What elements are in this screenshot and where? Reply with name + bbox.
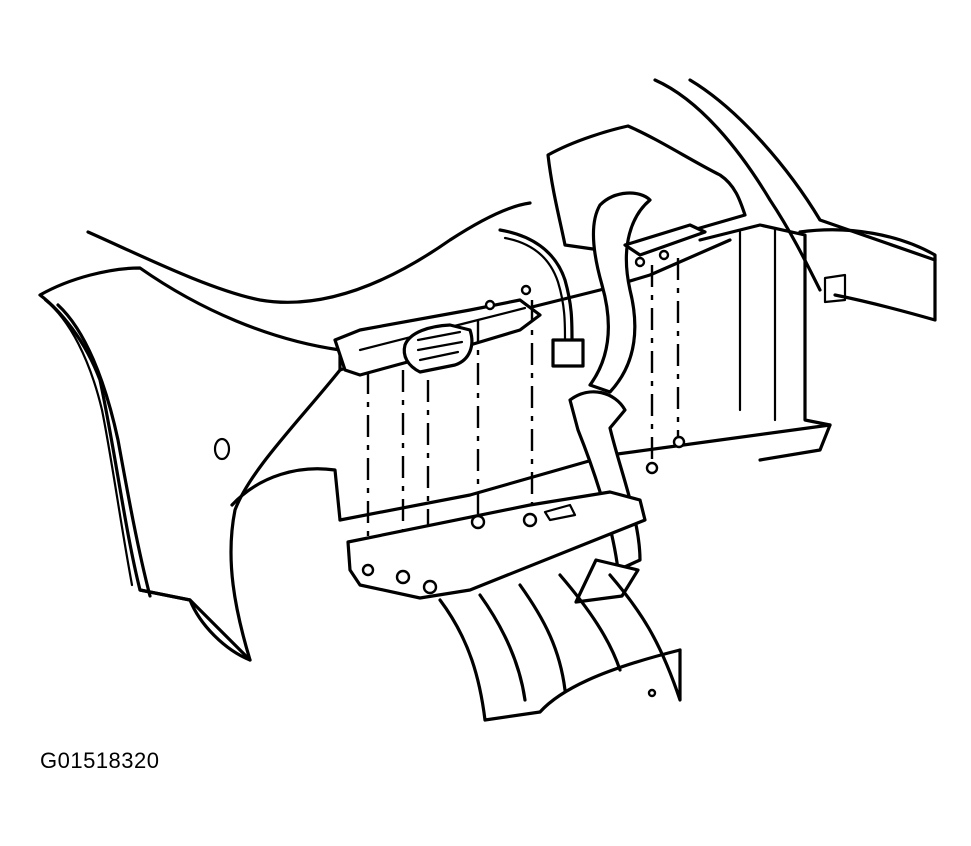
mount-stud xyxy=(484,299,496,311)
wire-harness xyxy=(498,228,574,342)
mounting-plate xyxy=(346,490,647,600)
window-frame-outer xyxy=(688,78,937,262)
panel-edge-inner xyxy=(56,303,152,598)
right-body-line xyxy=(798,228,937,322)
floor-rail-inner xyxy=(478,573,622,702)
upper-right-bracket xyxy=(623,223,707,257)
bracket-stud-2 xyxy=(658,249,670,261)
pillar-trim xyxy=(546,124,747,252)
rear-right-panel-inner xyxy=(738,226,777,422)
panel-edge-ridge xyxy=(43,298,134,587)
floor-nut-1 xyxy=(645,461,659,475)
mount-stud-2 xyxy=(520,284,532,296)
plate-nut-2 xyxy=(395,569,411,585)
floor-rail-edge xyxy=(608,573,682,702)
rail-hole xyxy=(647,688,657,698)
panel-bottom-edge xyxy=(138,588,252,662)
wire-connector xyxy=(551,338,585,368)
plate-nut-1 xyxy=(361,563,375,577)
plate-nut-4 xyxy=(470,514,486,530)
module-bracket-edge xyxy=(358,306,527,352)
floor-rail-outer xyxy=(438,598,682,722)
wheel-opening xyxy=(230,467,342,522)
wire-harness-2 xyxy=(503,236,567,342)
figure-id-label: G01518320 xyxy=(40,748,160,773)
bracket-stud xyxy=(634,256,646,268)
plate-nut-5 xyxy=(522,512,538,528)
window-frame-top xyxy=(653,78,822,292)
latch-bracket xyxy=(823,273,847,304)
panel-hole xyxy=(213,437,231,461)
belt-webbing-upper xyxy=(588,191,652,394)
plate-clip xyxy=(543,503,577,522)
rear-right-panel xyxy=(698,223,832,462)
control-module-detail xyxy=(416,330,464,362)
roof-line xyxy=(86,201,532,304)
quarter-panel xyxy=(38,266,342,662)
floor-nut-2 xyxy=(672,435,686,449)
plate-nut-3 xyxy=(422,579,438,595)
